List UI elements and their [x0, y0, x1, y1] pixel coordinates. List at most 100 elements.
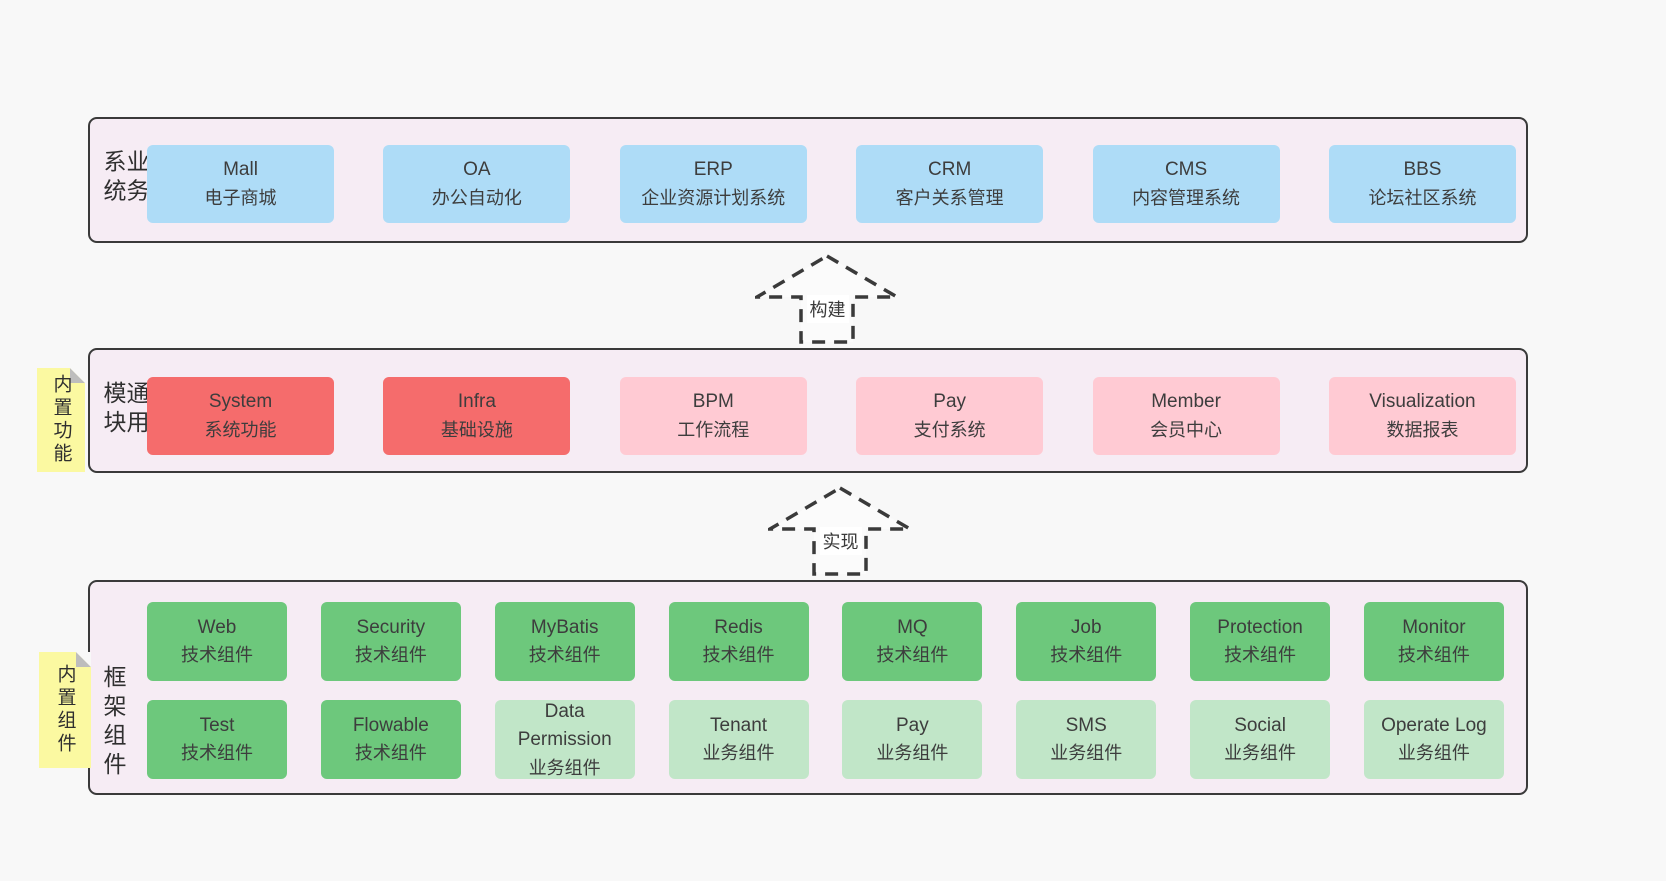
- common-modules-band: 通用模块 System 系统功能 Infra 基础设施 BPM 工作流程 Pay…: [88, 348, 1528, 473]
- component-box-pay: Pay 业务组件: [842, 700, 983, 779]
- band-label-business: 业务系统: [100, 149, 149, 208]
- system-box-bbs: BBS 论坛社区系统: [1328, 145, 1516, 223]
- component-box-flowable: Flowable 技术组件: [320, 700, 461, 779]
- component-box-monitor: Monitor 技术组件: [1363, 602, 1504, 681]
- box-title: MQ: [897, 616, 928, 638]
- box-title: CRM: [928, 159, 972, 181]
- box-subtitle: 基础设施: [440, 419, 513, 440]
- module-box-pay: Pay 支付系统: [856, 377, 1044, 455]
- box-subtitle: 技术组件: [876, 645, 949, 666]
- box-title: Visualization: [1369, 391, 1476, 413]
- module-box-member: Member 会员中心: [1092, 377, 1280, 455]
- box-title: Tenant: [710, 714, 768, 736]
- component-box-test: Test 技术组件: [147, 700, 287, 779]
- box-title: Data Permission: [517, 700, 612, 751]
- system-box-mall: Mall 电子商城: [147, 145, 334, 223]
- builtin-components-sticky-note: 内置组件: [39, 652, 91, 768]
- box-title: Operate Log: [1381, 714, 1487, 736]
- box-subtitle: 技术组件: [1050, 645, 1123, 666]
- box-subtitle: 论坛社区系统: [1368, 187, 1477, 208]
- folded-corner-icon: [70, 368, 85, 383]
- box-subtitle: 业务组件: [702, 743, 775, 764]
- component-box-tenant: Tenant 业务组件: [668, 700, 809, 779]
- box-title: Web: [197, 616, 237, 638]
- module-box-visualization: Visualization 数据报表: [1328, 377, 1516, 455]
- box-subtitle: 技术组件: [354, 743, 427, 764]
- component-box-data-permission: Data Permission 业务组件: [494, 700, 635, 779]
- box-subtitle: 办公自动化: [431, 187, 522, 208]
- box-subtitle: 数据报表: [1386, 419, 1459, 440]
- box-title: ERP: [693, 159, 733, 181]
- system-box-erp: ERP 企业资源计划系统: [619, 145, 807, 223]
- build-arrow-label: 构建: [806, 295, 849, 323]
- box-title: SMS: [1065, 714, 1107, 736]
- box-title: Pay: [933, 391, 967, 413]
- system-box-oa: OA 办公自动化: [383, 145, 571, 223]
- box-subtitle: 会员中心: [1150, 419, 1223, 440]
- box-title: OA: [463, 159, 491, 181]
- box-title: Job: [1070, 616, 1102, 638]
- business-systems-band: 业务系统 Mall 电子商城 OA 办公自动化 ERP 企业资源计划系统 CRM…: [88, 117, 1528, 243]
- system-box-cms: CMS 内容管理系统: [1092, 145, 1280, 223]
- box-subtitle: 技术组件: [354, 645, 427, 666]
- implement-arrow: 实现: [768, 485, 913, 578]
- system-box-crm: CRM 客户关系管理: [856, 145, 1044, 223]
- sticky-label: 内置组件: [54, 664, 76, 756]
- component-box-sms: SMS 业务组件: [1016, 700, 1157, 779]
- component-box-security: Security 技术组件: [320, 602, 461, 681]
- box-subtitle: 业务组件: [1050, 743, 1123, 764]
- band-label-components: 框架组件: [100, 665, 126, 781]
- box-title: Monitor: [1402, 616, 1466, 638]
- sticky-label: 内置功能: [50, 374, 72, 466]
- business-box-row: Mall 电子商城 OA 办公自动化 ERP 企业资源计划系统 CRM 客户关系…: [147, 145, 1516, 223]
- box-subtitle: 电子商城: [204, 187, 277, 208]
- box-subtitle: 技术组件: [1397, 645, 1470, 666]
- box-subtitle: 内容管理系统: [1132, 187, 1241, 208]
- implement-arrow-label: 实现: [819, 527, 862, 555]
- box-subtitle: 技术组件: [181, 645, 253, 666]
- box-subtitle: 业务组件: [1397, 743, 1470, 764]
- box-subtitle: 系统功能: [204, 419, 277, 440]
- band-label-modules: 通用模块: [100, 380, 149, 439]
- box-title: Member: [1151, 391, 1221, 413]
- module-box-bpm: BPM 工作流程: [619, 377, 807, 455]
- build-arrow: 构建: [755, 253, 900, 346]
- box-title: System: [208, 391, 273, 413]
- component-box-operate-log: Operate Log 业务组件: [1363, 700, 1504, 779]
- components-box-row-2: Test 技术组件 Flowable 技术组件 Data Permission …: [147, 700, 1504, 779]
- box-subtitle: 技术组件: [528, 645, 601, 666]
- box-title: Security: [356, 616, 426, 638]
- box-title: Social: [1234, 714, 1286, 736]
- module-box-system: System 系统功能: [147, 377, 334, 455]
- box-title: Protection: [1217, 616, 1303, 638]
- box-subtitle: 企业资源计划系统: [641, 187, 786, 208]
- components-box-row-1: Web 技术组件 Security 技术组件 MyBatis 技术组件 Redi…: [147, 602, 1504, 681]
- box-title: Pay: [896, 714, 929, 736]
- folded-corner-icon: [76, 652, 91, 667]
- box-subtitle: 工作流程: [677, 419, 750, 440]
- box-title: CMS: [1164, 159, 1208, 181]
- box-title: Infra: [457, 391, 496, 413]
- box-subtitle: 业务组件: [528, 757, 601, 778]
- box-title: BPM: [692, 391, 734, 413]
- framework-components-band: 框架组件 Web 技术组件 Security 技术组件 MyBatis 技术组件…: [88, 580, 1528, 795]
- component-box-redis: Redis 技术组件: [668, 602, 809, 681]
- box-subtitle: 技术组件: [1224, 645, 1297, 666]
- box-title: Flowable: [352, 714, 429, 736]
- builtin-features-sticky-note: 内置功能: [37, 368, 85, 472]
- component-box-social: Social 业务组件: [1190, 700, 1331, 779]
- component-box-web: Web 技术组件: [147, 602, 287, 681]
- box-title: Mall: [223, 159, 258, 181]
- box-subtitle: 业务组件: [876, 743, 949, 764]
- modules-box-row: System 系统功能 Infra 基础设施 BPM 工作流程 Pay 支付系统…: [147, 377, 1516, 455]
- component-box-protection: Protection 技术组件: [1190, 602, 1331, 681]
- component-box-mybatis: MyBatis 技术组件: [494, 602, 635, 681]
- box-title: BBS: [1403, 159, 1442, 181]
- module-box-infra: Infra 基础设施: [383, 377, 571, 455]
- box-subtitle: 技术组件: [702, 645, 775, 666]
- box-subtitle: 支付系统: [913, 419, 986, 440]
- component-box-mq: MQ 技术组件: [842, 602, 983, 681]
- component-box-job: Job 技术组件: [1016, 602, 1157, 681]
- box-subtitle: 技术组件: [181, 743, 253, 764]
- box-title: Test: [199, 714, 235, 736]
